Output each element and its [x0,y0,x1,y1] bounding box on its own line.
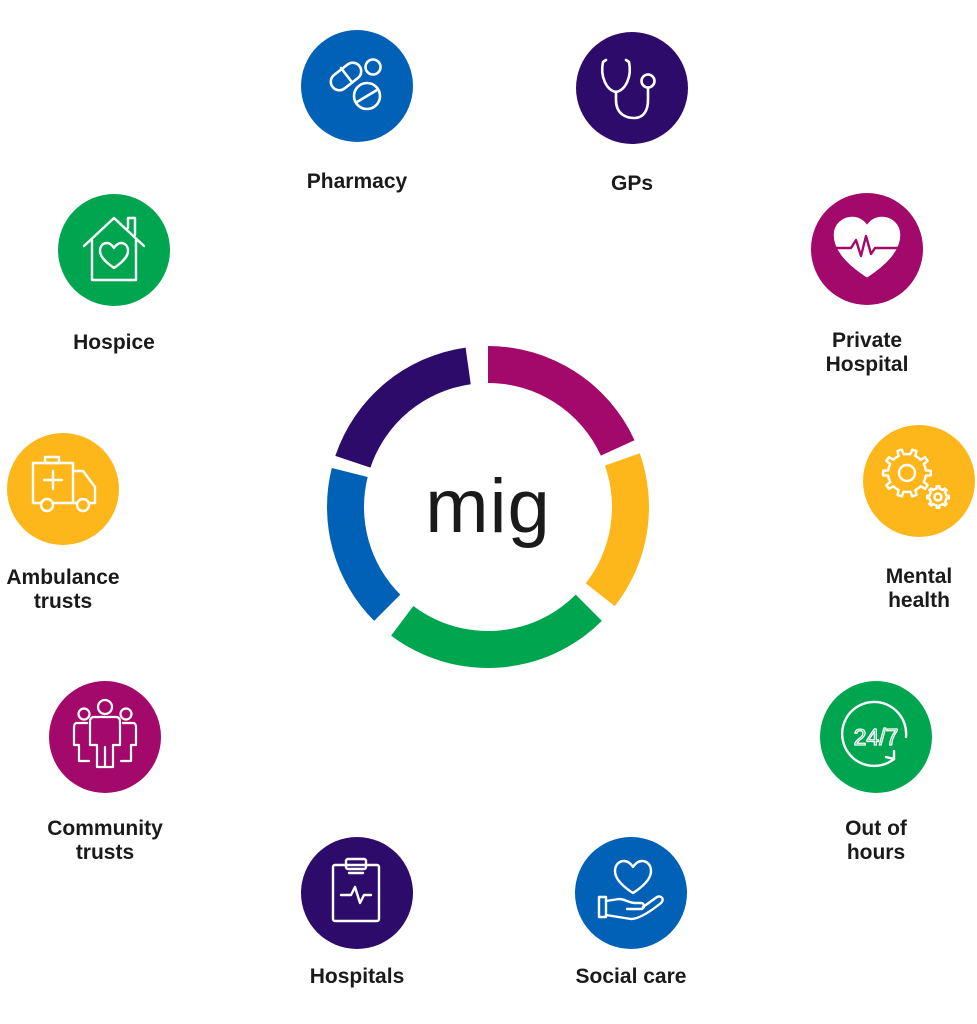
out-of-hours-label: Out of hours [845,817,907,864]
ambulance-trusts-label: Ambulance trusts [6,566,120,613]
community-trusts-label: Community trusts [47,817,163,864]
hospice-label: Hospice [73,331,155,354]
community-trusts-circle [49,681,161,793]
ring-segment-green [391,594,602,668]
stethoscope-icon [600,58,656,120]
mental-health-circle [863,425,975,537]
ring-segment-yellow [585,453,650,607]
private-hospital-circle [811,193,923,305]
center-logo-text: mig [425,464,550,549]
pharmacy-label: Pharmacy [306,170,408,193]
gears-icon [881,448,951,510]
pills-icon [329,58,382,111]
pharmacy-circle [301,30,413,142]
ring-segment-blue [327,468,401,621]
gps-circle [576,32,688,144]
ring-segment-magenta [488,346,635,456]
people-group-icon [72,698,138,769]
social-care-label: Social care [575,965,687,988]
clipboard-ecg-icon [331,857,381,923]
heartbeat-heart-icon [829,216,905,278]
hospice-circle [58,194,170,306]
ambulance-trusts-circle [7,433,119,545]
ambulance-icon [31,455,97,513]
hospitals-label: Hospitals [309,965,405,988]
ring-segment-purple [335,347,471,468]
gps-label: GPs [610,172,654,195]
house-heart-icon [82,216,146,282]
large-gear-shape [881,448,933,498]
small-gear-shape [925,484,951,510]
mental-health-label: Mental health [885,565,953,612]
out-of-hours-circle: 24/7 [820,681,932,793]
clock-24-7-icon: 24/7 [841,700,908,768]
private-hospital-label: Private Hospital [825,329,909,376]
heart-in-hand-icon [597,859,664,921]
social-care-circle [575,837,687,949]
hospitals-circle [301,837,413,949]
clock-24-7-text: 24/7 [854,724,899,750]
